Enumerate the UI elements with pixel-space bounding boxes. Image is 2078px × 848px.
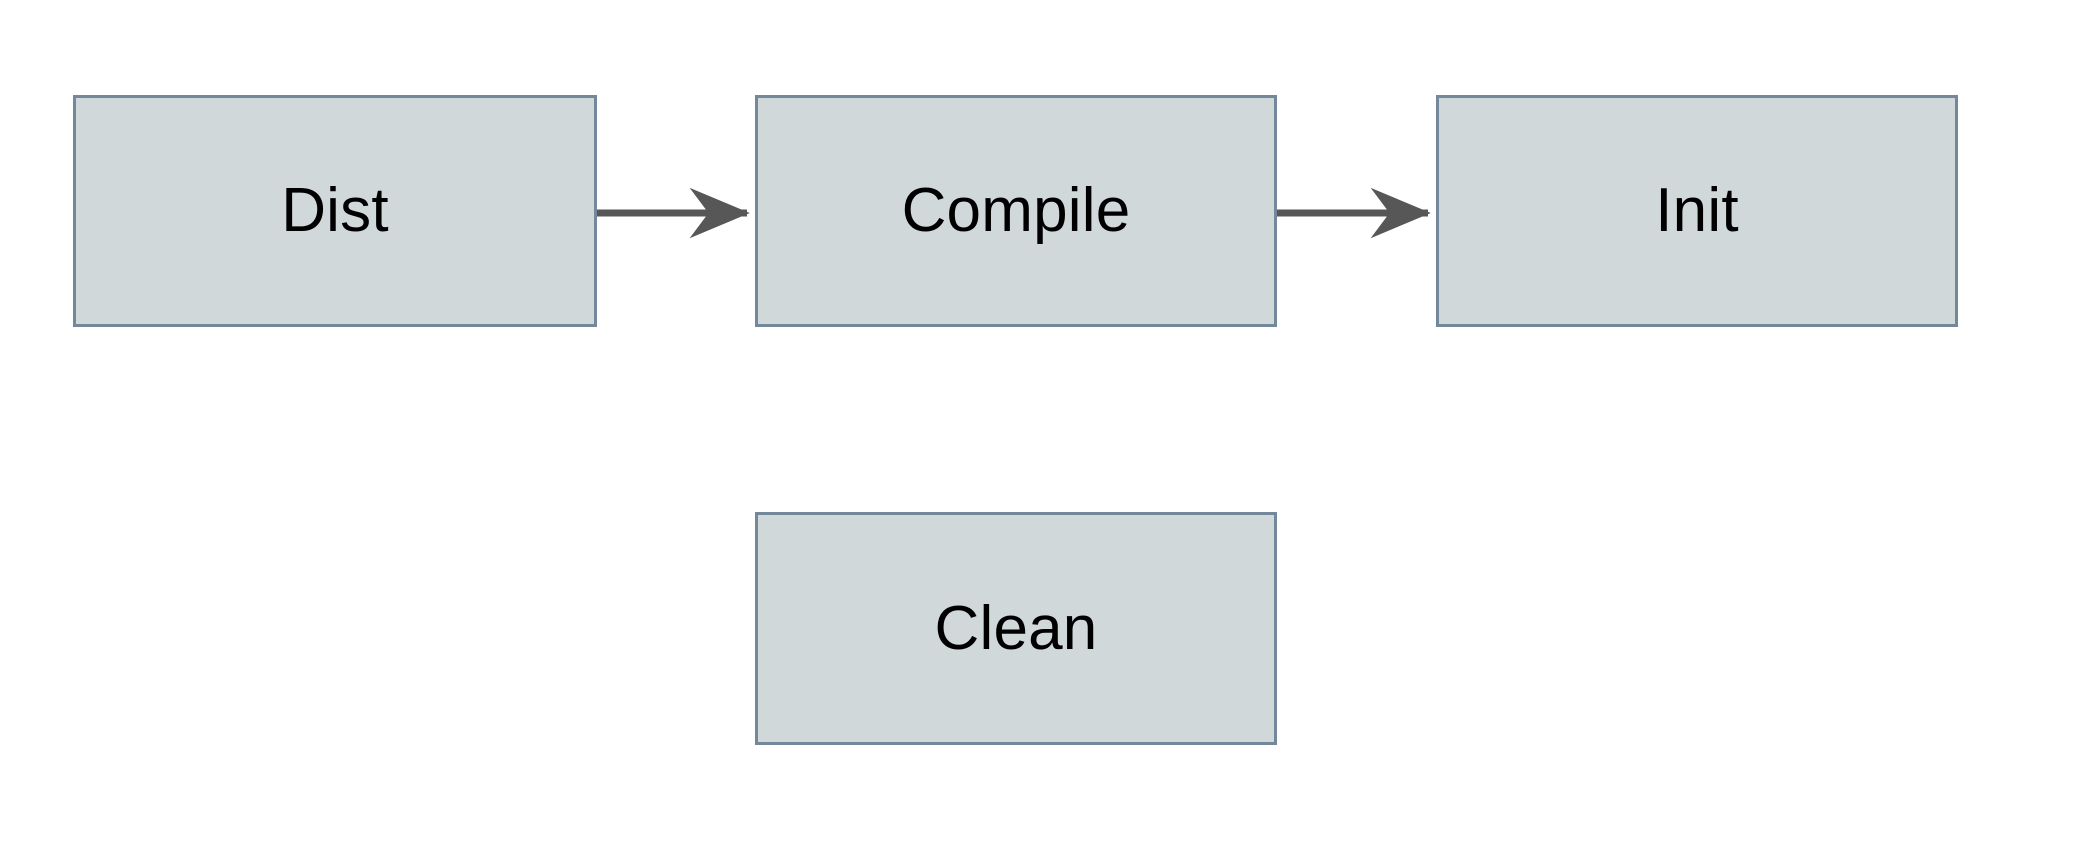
node-init-label: Init — [1655, 176, 1739, 245]
node-dist[interactable]: Dist — [73, 95, 597, 327]
node-init[interactable]: Init — [1436, 95, 1958, 327]
node-clean[interactable]: Clean — [755, 512, 1277, 745]
node-compile-label: Compile — [901, 176, 1131, 245]
node-clean-label: Clean — [934, 593, 1098, 663]
node-dist-label: Dist — [281, 176, 389, 245]
node-compile[interactable]: Compile — [755, 95, 1277, 327]
